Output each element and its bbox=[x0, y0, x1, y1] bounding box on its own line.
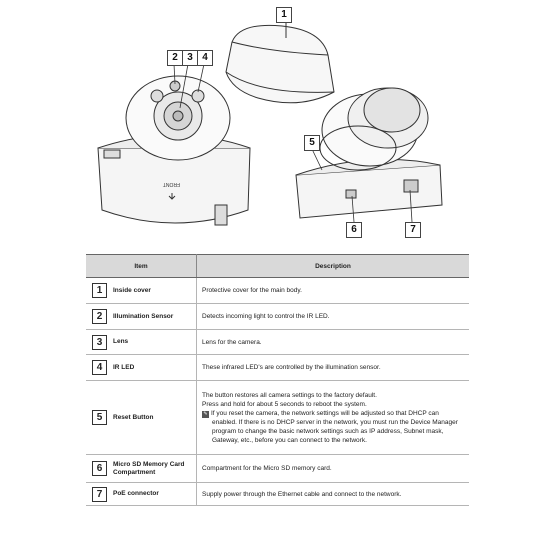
item-name: Illumination Sensor bbox=[113, 312, 174, 320]
table-header-row: Item Description bbox=[86, 254, 469, 278]
table-row: 4 IR LED These infrared LED's are control… bbox=[86, 354, 469, 381]
item-name: Lens bbox=[113, 338, 129, 345]
item-number: 5 bbox=[92, 410, 107, 425]
inside-cover-drawing bbox=[225, 22, 335, 104]
description-cell: Lens for the camera. bbox=[196, 329, 469, 355]
item-cell: 4 IR LED bbox=[86, 354, 197, 381]
description-cell: Supply power through the Ethernet cable … bbox=[196, 482, 469, 506]
item-number: 2 bbox=[92, 309, 107, 324]
item-name: IR LED bbox=[113, 363, 135, 371]
note-line: ✎If you reset the camera, the network se… bbox=[202, 409, 439, 418]
note-line: program to change the basic network sett… bbox=[212, 427, 444, 435]
description-cell: Compartment for the Micro SD memory card… bbox=[196, 454, 469, 483]
table-row: 5 Reset Button The button restores all ca… bbox=[86, 380, 469, 455]
item-name: Reset Button bbox=[113, 413, 154, 421]
item-cell: 1 Inside cover bbox=[86, 277, 197, 304]
item-number: 6 bbox=[92, 461, 107, 476]
item-cell: 6 Micro SD Memory Card Compartment bbox=[86, 454, 197, 483]
camera-parts-illustration: FRONT bbox=[97, 22, 443, 226]
item-name: Micro SD Memory Card Compartment bbox=[113, 460, 185, 476]
callout-6: 6 bbox=[346, 222, 362, 238]
svg-text:FRONT: FRONT bbox=[163, 181, 180, 187]
header-item: Item bbox=[86, 254, 197, 278]
callout-7: 7 bbox=[405, 222, 421, 238]
note-line: Gateway, etc., before you can connect to… bbox=[212, 436, 367, 444]
item-cell: 2 Illumination Sensor bbox=[86, 303, 197, 330]
table-row: 1 Inside cover Protective cover for the m… bbox=[86, 277, 469, 304]
description-cell: Detects incoming light to control the IR… bbox=[196, 303, 469, 330]
item-cell: 7 PoE connector bbox=[86, 482, 197, 506]
item-name: PoE connector bbox=[113, 490, 159, 497]
callout-2: 2 bbox=[167, 50, 183, 66]
table-row: 7 PoE connector Supply power through the … bbox=[86, 482, 469, 506]
callout-4: 4 bbox=[197, 50, 213, 66]
camera-body-drawing: FRONT bbox=[97, 75, 251, 226]
table-row: 3 Lens Lens for the camera. bbox=[86, 329, 469, 355]
callout-5: 5 bbox=[304, 135, 320, 151]
item-number: 1 bbox=[92, 283, 107, 298]
note-line: enabled. If there is no DHCP server in t… bbox=[212, 418, 458, 426]
parts-table: Item Description 1 Inside cover Protectiv… bbox=[86, 254, 469, 506]
note-icon: ✎ bbox=[202, 410, 209, 418]
item-cell: 5 Reset Button bbox=[86, 380, 197, 455]
item-cell: 3 Lens bbox=[86, 329, 197, 355]
callout-1: 1 bbox=[276, 7, 292, 23]
table-row: 2 Illumination Sensor Detects incoming li… bbox=[86, 303, 469, 330]
description-line: The button restores all camera settings … bbox=[202, 391, 377, 399]
table-row: 6 Micro SD Memory Card Compartment Compar… bbox=[86, 454, 469, 483]
description-cell: The button restores all camera settings … bbox=[196, 380, 469, 455]
item-name: Inside cover bbox=[113, 286, 151, 294]
description-line: Press and hold for about 5 seconds to re… bbox=[202, 400, 367, 408]
item-number: 3 bbox=[92, 334, 107, 350]
header-description: Description bbox=[196, 254, 469, 278]
leader-lines bbox=[173, 63, 413, 223]
description-cell: Protective cover for the main body. bbox=[196, 277, 469, 304]
description-cell: These infrared LED's are controlled by t… bbox=[196, 354, 469, 381]
item-number: 7 bbox=[92, 486, 107, 502]
callout-3: 3 bbox=[182, 50, 198, 66]
item-number: 4 bbox=[92, 360, 107, 375]
camera-gimbal-drawing bbox=[295, 87, 443, 219]
